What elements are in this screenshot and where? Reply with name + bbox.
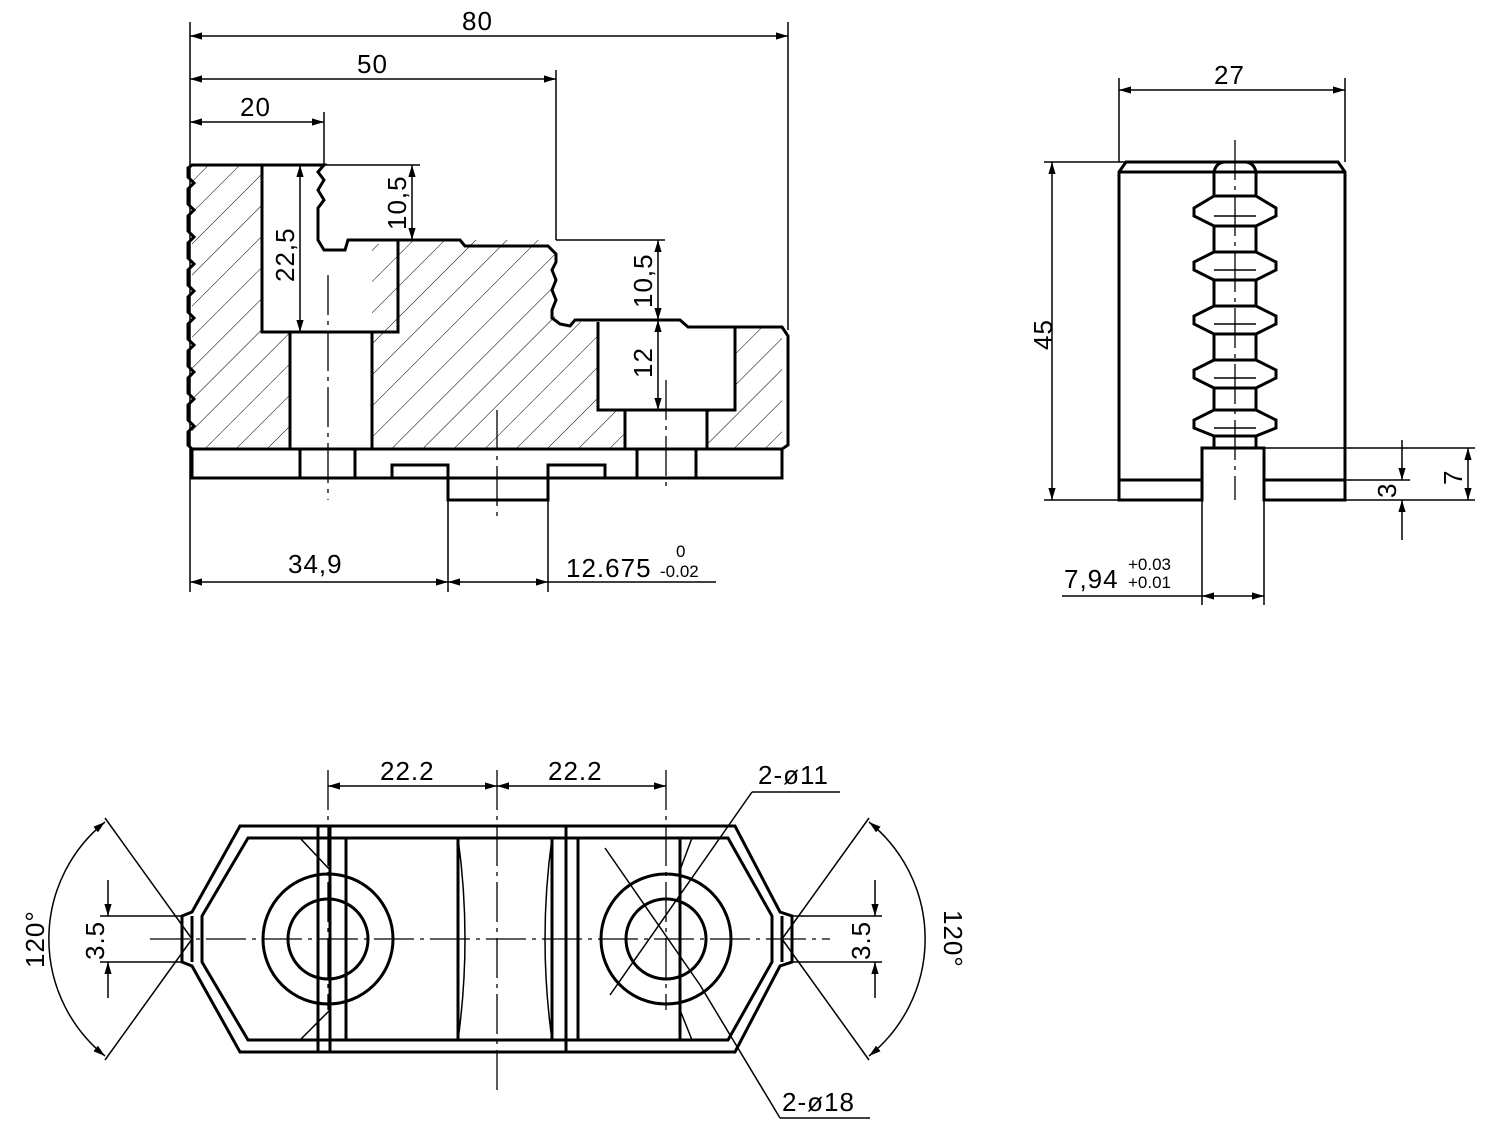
- dim-left-height: 22,5: [270, 227, 300, 282]
- dim-height: 45: [1028, 319, 1058, 350]
- dimension-lines: [1048, 86, 1472, 600]
- dim-step-length: 50: [357, 49, 388, 79]
- dim-mid-step-height: 10,5: [628, 253, 658, 308]
- dim-slot-tol-upper: +0.03: [1128, 555, 1171, 574]
- dim-angle-left: 120°: [20, 910, 50, 968]
- dim-top-step-height: 10,5: [382, 175, 412, 230]
- top-view: 22.2 22.2 2-ø11 2-ø18 120° 120° 3.5 3.5: [20, 756, 968, 1119]
- extension-lines: [1044, 78, 1475, 605]
- dim-hole-small: 2-ø11: [758, 760, 829, 790]
- dimension-lines: [190, 32, 788, 586]
- dim-hole-spacing-right: 22.2: [548, 756, 603, 786]
- dim-overall-length: 80: [462, 6, 493, 36]
- dim-first-step: 20: [240, 92, 271, 122]
- dim-slot-tol-lower: +0.01: [1128, 573, 1171, 592]
- dim-key-width-tol-lower: -0.02: [660, 562, 699, 581]
- leader-small: [609, 791, 753, 996]
- end-view: 27 45 3 7 7,94 +0.03 +0.01: [1028, 60, 1475, 605]
- end-outline: [1117, 160, 1347, 502]
- dim-width: 27: [1214, 60, 1245, 90]
- leader-large: [699, 984, 781, 1119]
- section-hatch: [192, 165, 290, 449]
- extension-lines: [189, 22, 789, 592]
- dim-angle-right: 120°: [938, 910, 968, 968]
- dimension-lines: [48, 782, 926, 1061]
- base-steps: [298, 449, 698, 502]
- dim-flat-right: 3.5: [846, 921, 876, 960]
- dim-slot-width: 7,94: [1064, 564, 1119, 594]
- section-hatch: [707, 327, 782, 449]
- dim-slot-small: 3: [1372, 483, 1402, 498]
- dim-flat-left: 3.5: [80, 921, 110, 960]
- top-inner-outline: [200, 836, 774, 1042]
- side-view: 80 50 20 22,5 10,5 10,5 12 34,9 12.675 0…: [186, 6, 790, 592]
- dim-right-height: 12: [628, 347, 658, 378]
- dim-key-offset: 34,9: [288, 549, 343, 579]
- dim-hole-spacing-left: 22.2: [380, 756, 435, 786]
- leader-small: [604, 847, 701, 986]
- dim-key-width: 12.675: [566, 553, 652, 583]
- thread-profile: [1192, 160, 1278, 448]
- dim-key-width-tol-upper: 0: [676, 542, 685, 561]
- dim-hole-large: 2-ø18: [782, 1087, 855, 1117]
- section-hatch: [372, 240, 625, 449]
- dim-slot-height: 7: [1438, 470, 1468, 485]
